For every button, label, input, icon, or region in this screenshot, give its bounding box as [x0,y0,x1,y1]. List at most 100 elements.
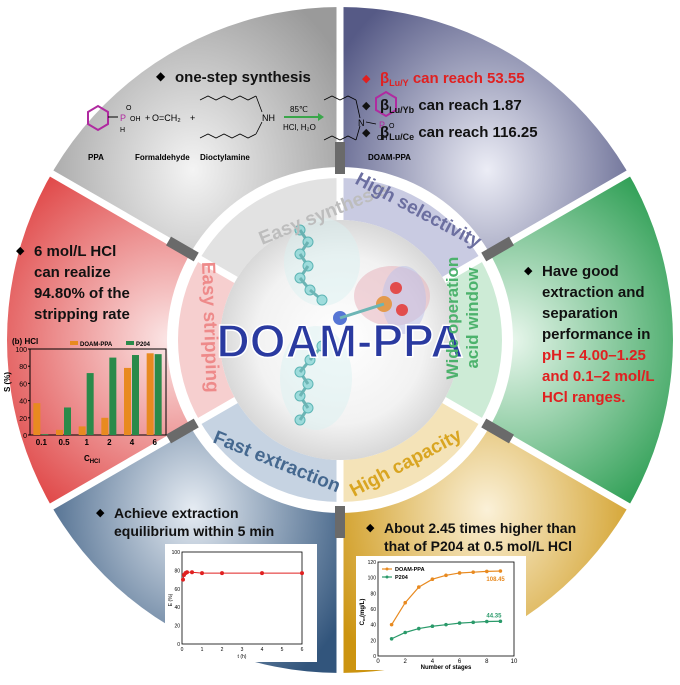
stripping-line: can realize [34,264,111,281]
ext-point [220,571,224,576]
ext-x-axis-label: t (h) [238,654,247,660]
cap-point [498,569,503,573]
stripping-line: 6 mol/L HCl [34,243,116,260]
bar-chart-frame [29,348,167,436]
label-easy-stripping: Easy stripping [197,261,223,393]
ext-x-tick-label: 6 [301,647,304,653]
bar-legend-swatch [70,341,78,345]
bar [109,357,117,435]
bar-y-tick-label: 80 [19,364,27,371]
acid-window-line: extraction and [542,284,645,301]
dioctylamine-name: Dioctylamine [200,153,250,162]
bar-y-tick-label: 40 [19,399,27,406]
ext-point [260,571,264,576]
svg-text:H: H [120,127,125,134]
bar-legend-swatch [126,341,134,345]
bar-y-axis-label: S (%) [3,372,12,392]
svg-text:◆: ◆ [16,245,25,257]
ext-point [200,571,204,576]
selectivity-bullet: βLu/Yb can reach 1.87 [380,97,522,115]
cap-x-tick-label: 8 [485,659,489,665]
ppa-name: PPA [88,153,104,162]
acid-window-red-line: pH = 4.00–1.25 [542,347,646,364]
divider-tab [481,236,514,262]
ext-point [181,577,185,582]
bar-legend-label: P204 [136,342,151,348]
inner-label-band [178,178,502,502]
cap-point [430,577,435,582]
bar-y-tick-label: 0 [23,433,27,440]
bar-x-tick-label: 4 [130,438,135,447]
bar-x-axis-label: CHCl [84,454,100,465]
benzene-ring-icon [375,90,397,118]
band-extraction [199,400,340,502]
divider-line [43,396,238,514]
bar-chart-title: (b) HCl [12,337,38,346]
band-acid-window [443,259,502,421]
bar-x-tick-label: 2 [107,438,112,447]
ext-y-tick-label: 100 [172,550,181,556]
cap-x-axis-label: Number of stages [421,665,472,671]
cap-point [444,573,448,578]
reaction-temperature: 85℃ [290,105,308,114]
cap-y-tick-label: 0 [373,654,376,660]
svg-text:O: O [126,105,132,112]
svg-text:◆: ◆ [362,100,371,112]
capacity-bullet-line1: About 2.45 times higher than [384,520,576,536]
bar [33,403,41,435]
extraction-bullet-line1: Achieve extraction [114,505,239,521]
cap-point [417,626,421,631]
extraction-chart-bg [165,544,317,662]
cap-y-tick-label: 20 [370,638,376,644]
cap-end-label: 44.35 [486,613,502,619]
ext-y-axis-label: E (%) [168,593,174,606]
svg-text:N: N [358,118,365,128]
bar [41,434,49,435]
cap-point [417,585,421,589]
svg-text:NH: NH [262,113,275,123]
cap-end-label: 108.45 [486,577,505,583]
cap-x-tick-label: 2 [404,659,408,665]
center-disk [220,220,460,460]
divider-tab [166,418,199,444]
band-synthesis [199,178,340,280]
acid-window-line: separation [542,305,618,322]
cap-y-tick-label: 40 [370,623,376,629]
cap-point [389,636,394,641]
capacity-chart-bg [356,556,526,670]
band-selectivity [340,178,481,280]
capacity-bullet-line2: that of P204 at 0.5 mol/L HCl [384,538,572,554]
svg-text:P: P [120,113,126,123]
label-acid-window-line2: acid window [463,267,482,369]
svg-text:◆: ◆ [524,265,533,277]
bar [78,426,86,435]
sector-dividers [43,0,637,680]
divider-tab [166,236,199,262]
bar-x-tick-label: 0.5 [58,438,70,447]
ext-point [300,571,304,576]
bar [56,429,63,435]
svg-text:O: O [389,123,395,130]
bar [101,417,109,435]
cap-point [485,569,489,574]
bar-x-tick-label: 0.1 [36,438,48,447]
ext-x-tick-label: 3 [241,647,244,653]
ext-y-tick-label: 0 [177,642,180,648]
cap-y-tick-label: 120 [368,560,377,566]
acid-window-line: Have good [542,263,619,280]
svg-text:◆: ◆ [96,507,105,519]
divider-tab [481,418,514,444]
synthesis-content: ◆ one-step synthesis P O H OH + O=CH₂ + … [87,69,411,162]
divider-line [43,166,238,284]
cap-point [485,619,489,624]
ext-point [185,570,189,575]
band-stripping [178,259,237,421]
selectivity-bullet: βLu/Y can reach 53.55 [380,70,525,88]
acid-window-red-line: HCl ranges. [542,389,625,406]
cap-y-axis-label: Cor(mg/L) [360,599,366,626]
svg-text:◆: ◆ [362,73,371,85]
